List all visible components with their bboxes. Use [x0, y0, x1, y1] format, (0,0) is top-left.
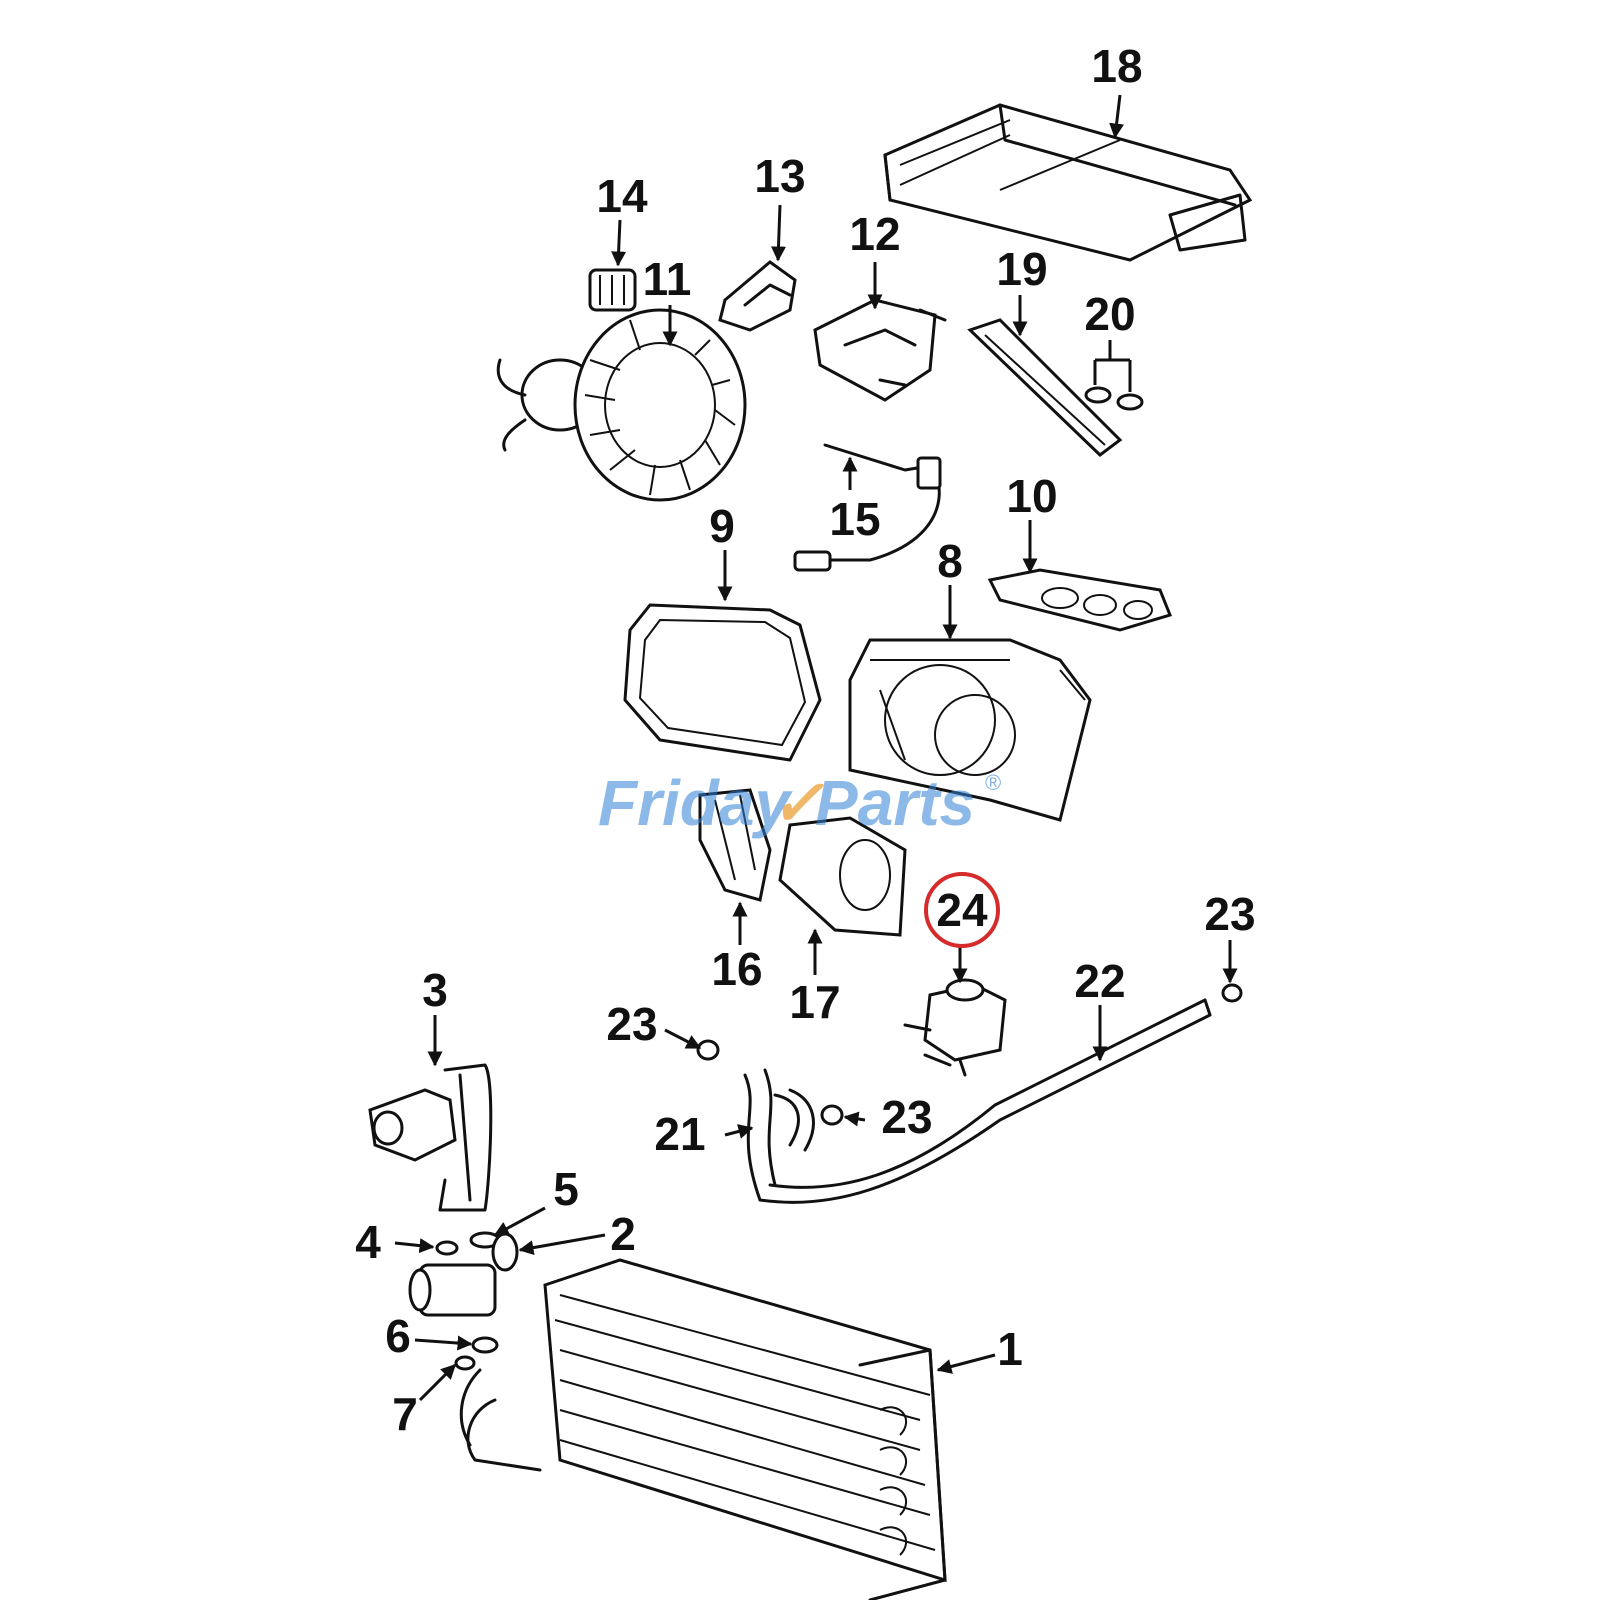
callout-13: 13 [754, 150, 805, 202]
highlight-circle [924, 872, 1000, 948]
callout-23-right: 23 [1204, 888, 1255, 940]
bracket-part [967, 318, 1123, 457]
air-duct-part [698, 788, 772, 902]
clamps-part [696, 983, 1243, 1126]
callout-19: 19 [996, 243, 1047, 295]
callout-8: 8 [937, 535, 963, 587]
expansion-valve-part [368, 1063, 493, 1212]
callout-23-left: 23 [606, 998, 657, 1050]
clips-part [1084, 386, 1144, 411]
callout-10: 10 [1006, 470, 1057, 522]
sensor-part [718, 260, 797, 332]
watermark-trademark: ® [985, 770, 1001, 795]
callout-1: 1 [997, 1323, 1023, 1375]
callout-labels: 18 13 14 12 11 19 20 15 10 9 8 24 23 22 … [355, 40, 1255, 1440]
valve-block-part [408, 1232, 519, 1317]
heater-core-part [883, 103, 1253, 262]
watermark: Friday ✓ Parts ® [598, 767, 1001, 839]
callout-9: 9 [709, 500, 735, 552]
callout-7: 7 [392, 1388, 418, 1440]
leader-lines [394, 94, 1238, 1402]
evaporator-part [459, 1258, 947, 1600]
callout-22: 22 [1074, 955, 1125, 1007]
callout-18: 18 [1091, 40, 1142, 92]
hose-long-part [758, 998, 1212, 1204]
frame-seal-part [623, 603, 822, 762]
o-rings-part [435, 1231, 501, 1371]
callout-5: 5 [553, 1163, 579, 1215]
callout-15: 15 [829, 493, 880, 545]
temperature-sensor-part [793, 443, 942, 572]
callout-4: 4 [355, 1216, 381, 1268]
callout-24: 24 [936, 884, 988, 936]
callout-23-mid: 23 [881, 1091, 932, 1143]
callout-14: 14 [596, 170, 648, 222]
blower-resistor-part [588, 268, 637, 312]
water-valve-part [903, 978, 1007, 1077]
hose-part [743, 1068, 815, 1202]
callout-20: 20 [1084, 288, 1135, 340]
air-duct-2-part [778, 816, 907, 937]
gasket-part [987, 568, 1173, 632]
flap-actuator-part [813, 298, 947, 402]
watermark-text-part1: Friday [598, 767, 793, 839]
callout-16: 16 [711, 943, 762, 995]
callout-2: 2 [610, 1208, 636, 1260]
housing-part [848, 638, 1092, 822]
watermark-text-part2: Parts [815, 767, 975, 839]
callout-21: 21 [654, 1108, 705, 1160]
callout-11: 11 [643, 253, 692, 305]
watermark-check-mark: ✓ [770, 767, 824, 839]
callout-6: 6 [385, 1310, 411, 1362]
callout-17: 17 [789, 976, 840, 1028]
blower-motor-part [496, 308, 747, 502]
callout-3: 3 [422, 964, 448, 1016]
callout-12: 12 [849, 208, 900, 260]
